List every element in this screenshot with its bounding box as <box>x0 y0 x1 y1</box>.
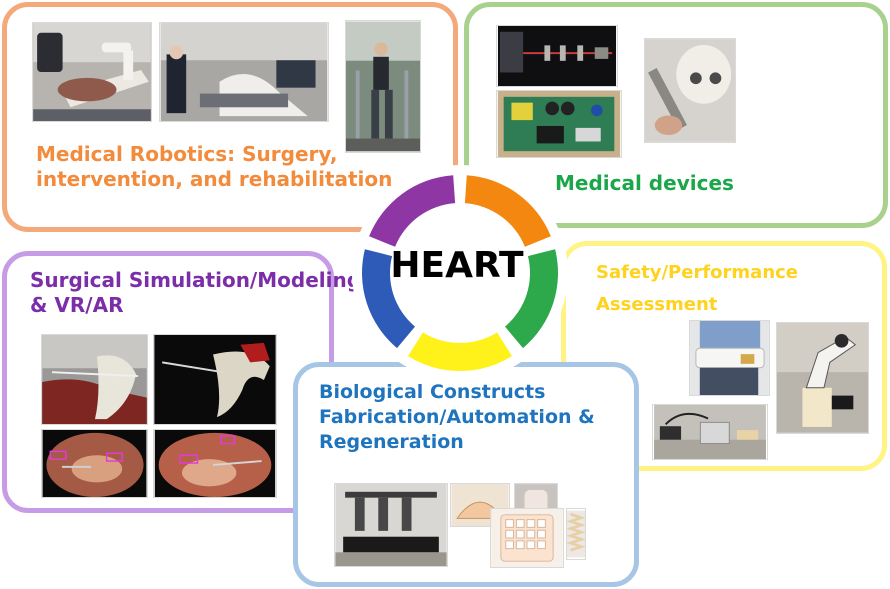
endoscopy-photo-1 <box>41 429 148 498</box>
exoskeleton-rehab-photo <box>345 20 421 153</box>
wheel-segment-3 <box>408 332 512 371</box>
devices-title-line1: Medical devices <box>555 171 734 195</box>
wheel-segment-5 <box>369 175 456 247</box>
simulation-title-line1: Surgical Simulation/Modeling <box>30 268 362 292</box>
heart-hub-label: HEART <box>390 245 524 286</box>
skull-model-photo <box>644 38 736 143</box>
wheel-segment-2 <box>504 249 558 349</box>
robotics-title-line1: Medical Robotics: Surgery, <box>36 142 338 166</box>
operating-room-robot-photo <box>159 22 329 122</box>
device-rail-photo <box>496 25 618 87</box>
robotics-title-line2: intervention, and rehabilitation <box>36 167 393 192</box>
surgical-robot-photo <box>32 22 152 122</box>
endoscopy-photo-2 <box>153 429 277 498</box>
biological-title-line3: Regeneration <box>319 431 464 454</box>
bone-model-photo <box>153 334 277 425</box>
robotics-title: Medical Robotics: Surgery, intervention,… <box>36 142 392 193</box>
bioprinter-photo <box>334 483 448 567</box>
shoulder-model-photo <box>41 334 148 425</box>
test-bench-photo <box>652 404 768 460</box>
biological-title-line1: Biological Constructs <box>319 381 546 403</box>
wheel-segment-4 <box>362 249 416 349</box>
spring-construct-photo <box>566 508 586 560</box>
industrial-robot-photo <box>776 322 869 434</box>
biological-title: Biological Constructs Fabrication/Automa… <box>319 380 595 455</box>
well-plate-photo <box>490 508 564 568</box>
safety-title-line2: Assessment <box>596 293 718 315</box>
devices-title: Medical devices <box>555 171 734 196</box>
wearable-belt-photo <box>689 320 770 396</box>
safety-title-line1: Safety/Performance <box>596 262 799 283</box>
biological-title-line2: Fabrication/Automation & <box>319 406 595 429</box>
heart-wheel <box>352 165 568 381</box>
wheel-segment-1 <box>464 175 551 247</box>
circuit-board-photo <box>496 90 622 158</box>
safety-title: Safety/Performance Assessment <box>596 257 798 320</box>
simulation-title-line2: & VR/AR <box>30 293 124 318</box>
simulation-title: Surgical Simulation/Modeling & VR/AR <box>30 268 361 319</box>
